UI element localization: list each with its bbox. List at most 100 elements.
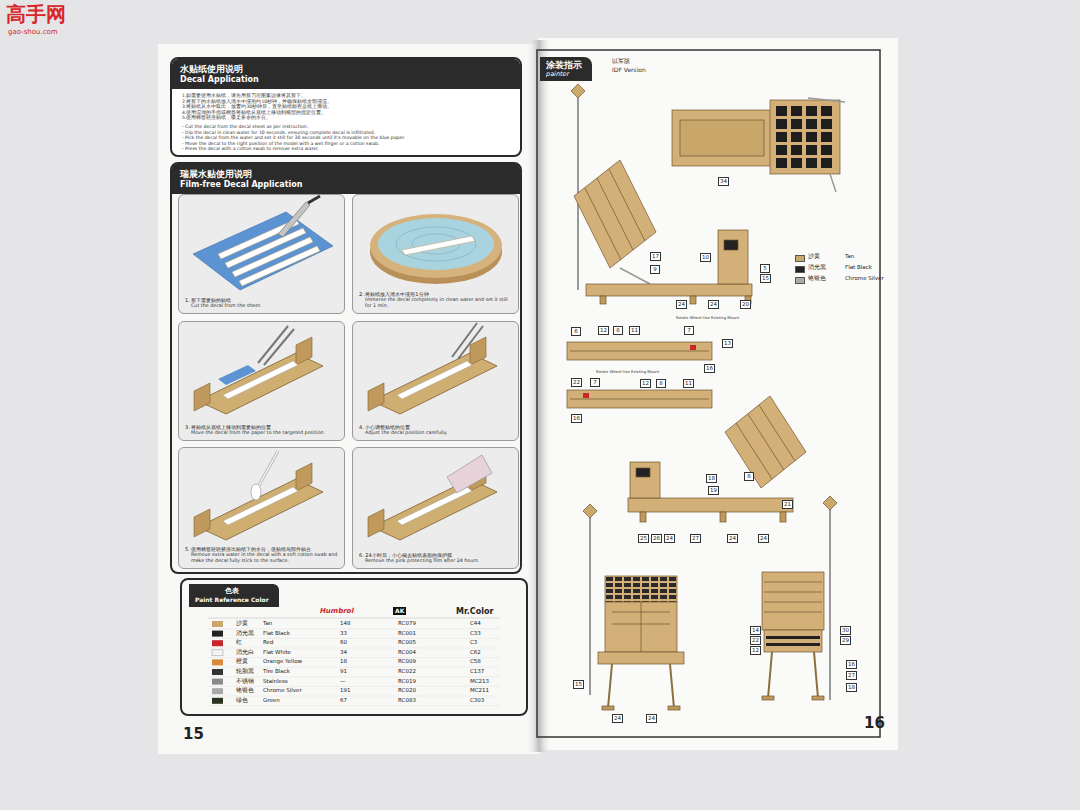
step-caption: 3. 将贴纸从底纸上移动到需要贴的位置Move the decal from t… bbox=[185, 424, 338, 436]
table-cell: 沙黄 bbox=[236, 621, 248, 627]
instruction-panel: 瑞展水贴使用说明Film-free Decal Application1. 剪下… bbox=[170, 162, 522, 574]
step-backgrounds bbox=[178, 194, 519, 569]
table-cell: RC005 bbox=[398, 640, 416, 646]
table-cell: Tan bbox=[263, 621, 272, 627]
callout-number: 34 bbox=[718, 177, 729, 186]
callout-number: 26 bbox=[651, 534, 662, 543]
page-number: 15 bbox=[183, 727, 204, 742]
table-cell: Flat Black bbox=[263, 631, 290, 637]
callout-number: 30 bbox=[840, 626, 851, 635]
step-box: 3. 将贴纸从底纸上移动到需要贴的位置Move the decal from t… bbox=[178, 321, 345, 441]
watermark: gao-shou.com bbox=[8, 29, 58, 36]
note-text: Rotate Wheel Use Existing Mount bbox=[596, 370, 659, 374]
version-note: 以军版 bbox=[612, 59, 630, 65]
section-heading: 色表 bbox=[195, 587, 269, 596]
callout-number: 6 bbox=[571, 327, 581, 336]
table-cell: C3 bbox=[470, 640, 477, 646]
table-cell: 橙黄 bbox=[236, 659, 248, 665]
section-heading: 水贴纸使用说明 bbox=[180, 64, 512, 75]
table-cell: 红 bbox=[236, 640, 242, 646]
table-cell: 18 bbox=[340, 659, 347, 665]
instruction-text: - Dip the decal in clean water for 10 se… bbox=[172, 130, 520, 136]
step-box: 4. 小心调整贴纸的位置Adjust the decal position ca… bbox=[352, 321, 519, 441]
callout-number: 24 bbox=[758, 534, 769, 543]
callout-number: 8 bbox=[744, 472, 754, 481]
table-cell: C62 bbox=[470, 650, 481, 656]
legend-swatch bbox=[795, 266, 805, 273]
callout-number: 8 bbox=[656, 379, 666, 388]
step-caption-text: Remove the pink protecting film after 24… bbox=[359, 558, 512, 564]
callout-number: 9 bbox=[650, 265, 660, 274]
step-caption-text: 3. 将贴纸从底纸上移动到需要贴的位置 bbox=[185, 424, 338, 430]
callout-number: 12 bbox=[750, 646, 761, 655]
callout-number: 29 bbox=[840, 636, 851, 645]
instruction-text: - Cut the decal from the decal sheet as … bbox=[172, 124, 520, 130]
callout-number: 8 bbox=[613, 326, 623, 335]
callout-number: 24 bbox=[664, 534, 675, 543]
step-caption: 6. 24小时后，小心揭去贴纸表面的保护膜Remove the pink pro… bbox=[359, 552, 512, 564]
table-cell: 33 bbox=[340, 631, 347, 637]
legend-swatch bbox=[795, 277, 805, 284]
section-heading: 瑞展水贴使用说明 bbox=[180, 169, 512, 180]
callout-number: 24 bbox=[676, 300, 687, 309]
step3-illustration bbox=[194, 326, 323, 414]
header-band: 瑞展水贴使用说明Film-free Decal Application bbox=[172, 164, 520, 194]
callout-number: 20 bbox=[740, 300, 751, 309]
step2-illustration bbox=[370, 214, 502, 284]
step6-illustration bbox=[368, 455, 497, 540]
color-name: 消光黑 bbox=[808, 265, 826, 271]
table-cell: RC019 bbox=[398, 679, 416, 685]
step-caption-text: Move the decal from the paper to the tar… bbox=[185, 430, 338, 436]
callout-number: 7 bbox=[590, 378, 600, 387]
legend-text: Flat Black bbox=[845, 265, 872, 271]
instruction-text: - Move the decal to the right position o… bbox=[172, 141, 520, 147]
callout-number: 16 bbox=[704, 364, 715, 373]
table-cell: 消光黑 bbox=[236, 631, 254, 637]
table-cell: MC211 bbox=[470, 688, 489, 694]
brand-header: AK bbox=[393, 607, 406, 615]
table-cell: 191 bbox=[340, 688, 351, 694]
callout-number: 19 bbox=[708, 486, 719, 495]
table-cell: 消光白 bbox=[236, 650, 254, 656]
instruction-text: 2.将剪下的水贴纸放入清水中浸泡约10秒钟，并确保贴纸全部浸湿。 bbox=[172, 99, 520, 105]
callout-number: 24 bbox=[612, 714, 623, 723]
table-cell: 34 bbox=[340, 650, 347, 656]
note-text: Rotate Wheel Use Existing Mount bbox=[676, 316, 739, 320]
page-number: 16 bbox=[864, 716, 885, 731]
color-name: 铬银色 bbox=[808, 276, 826, 282]
step-caption-text: Cut the decal from the sheet. bbox=[185, 303, 338, 309]
vehicle-drawings bbox=[567, 84, 845, 710]
step-caption: 5. 使用棉签轻轻挤压出贴纸下的水分，使贴纸与部件贴合Remove extra … bbox=[185, 546, 338, 564]
table-cell: 绿色 bbox=[236, 698, 248, 704]
section-heading: painter bbox=[546, 70, 582, 78]
section-tab: 涂装指示painter bbox=[540, 57, 592, 81]
step-caption-text: Adjust the decal position carefully. bbox=[359, 430, 512, 436]
callout-number: 22 bbox=[750, 636, 761, 645]
step-caption-text: 2. 将贴纸放入清水中浸泡1分钟 bbox=[359, 291, 512, 297]
instruction-text: 5.使用棉签轻压贴纸，吸走多余的水分。 bbox=[172, 115, 520, 121]
callout-number: 5 bbox=[760, 264, 770, 273]
paint-table: 色表Paint Reference Color bbox=[180, 578, 528, 716]
header-band: 色表Paint Reference Color bbox=[189, 584, 279, 607]
table-cell: RC009 bbox=[398, 659, 416, 665]
instruction-text: 3.将贴纸从水中取出，放置约30秒钟后，直至贴纸能在蓝纸上滑动。 bbox=[172, 104, 520, 110]
version-note: IDF Version bbox=[612, 67, 646, 73]
table-cell: RC079 bbox=[398, 621, 416, 627]
table-cell: RC004 bbox=[398, 650, 416, 656]
step4-illustration bbox=[368, 323, 497, 414]
callout-number: 16 bbox=[571, 414, 582, 423]
callout-number: 25 bbox=[638, 534, 649, 543]
section-heading: 涂装指示 bbox=[546, 60, 582, 70]
instruction-text: - Pick the decal from the water and set … bbox=[172, 135, 520, 141]
header-band: 水贴纸使用说明Decal Application bbox=[172, 59, 520, 89]
table-cell: C58 bbox=[470, 659, 481, 665]
callout-number: 14 bbox=[750, 626, 761, 635]
callout-number: 12 bbox=[598, 326, 609, 335]
table-cell: Orange Yellow bbox=[263, 659, 302, 665]
step-caption-text: 5. 使用棉签轻轻挤压出贴纸下的水分，使贴纸与部件贴合 bbox=[185, 546, 338, 552]
callout-number: 27 bbox=[846, 671, 857, 680]
